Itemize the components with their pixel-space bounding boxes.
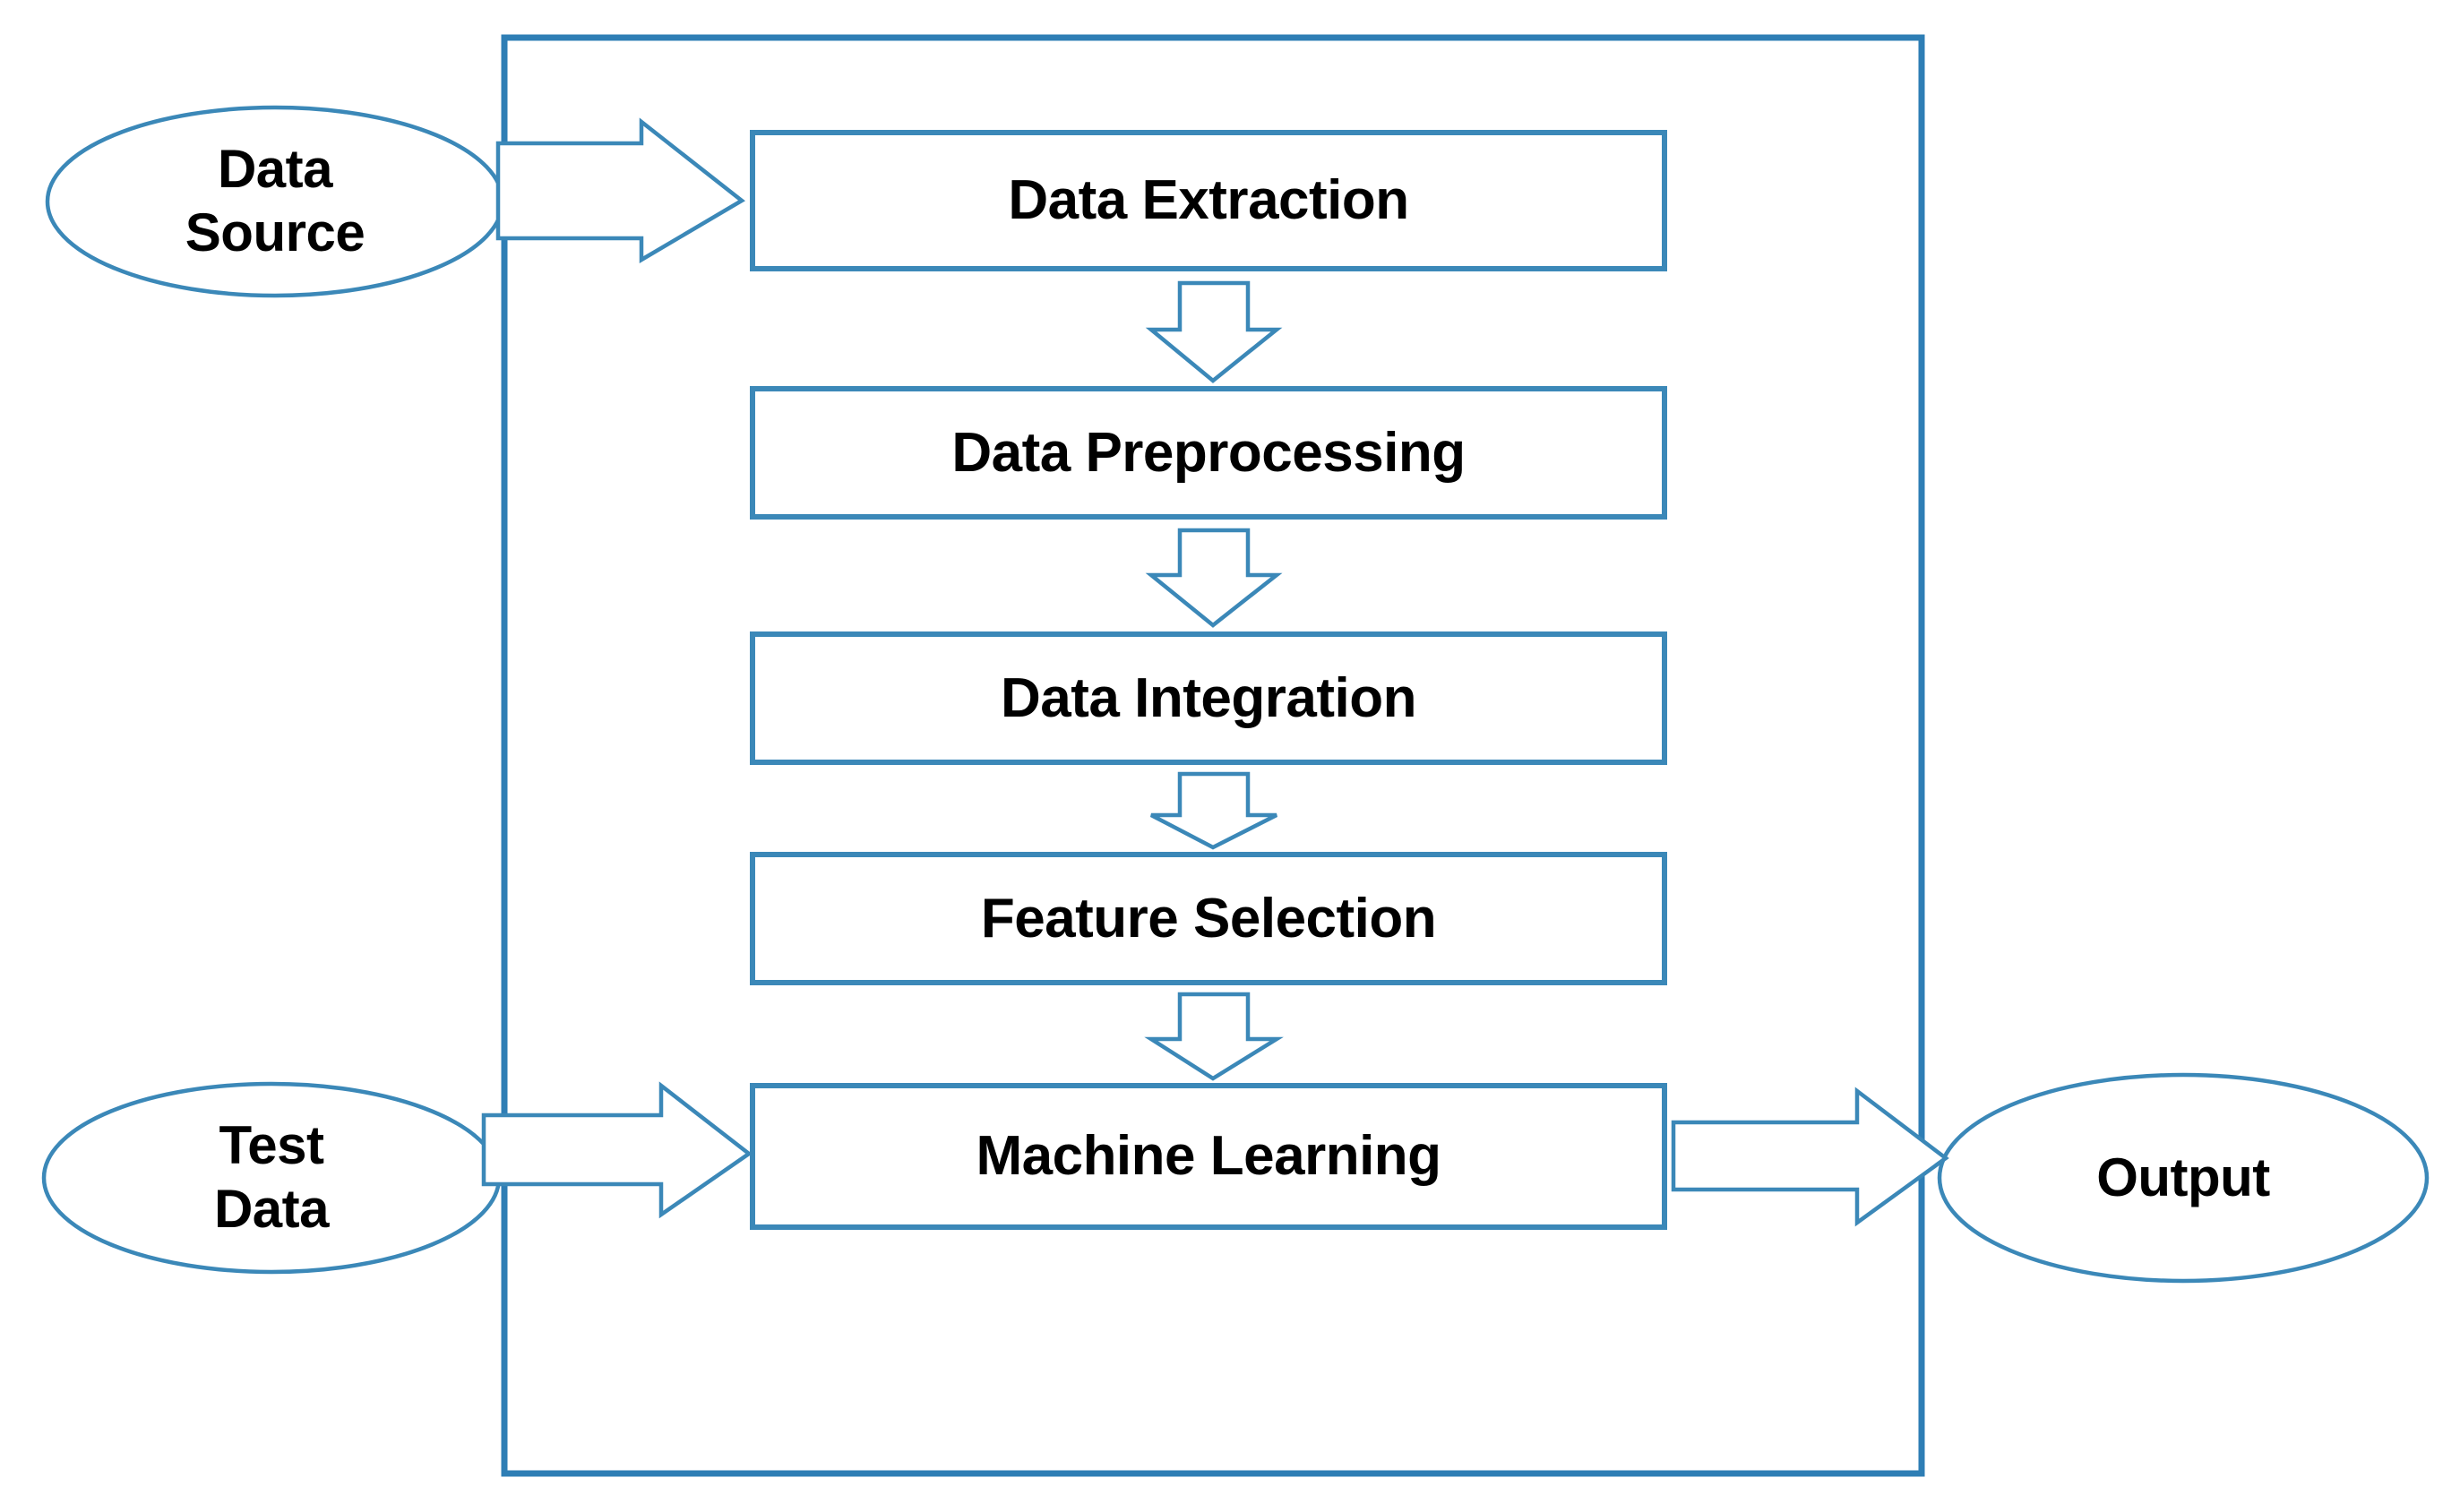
- arrow-data-source-to-extraction-icon: [495, 117, 745, 263]
- arrow-integration-to-feature-selection-icon: [1149, 771, 1278, 850]
- arrow-feature-selection-to-machine-learning-icon: [1144, 992, 1284, 1081]
- arrow-extraction-to-preprocessing-icon: [1145, 280, 1283, 383]
- system-boundary-rect: [501, 34, 1925, 1477]
- data-preprocessing-box[interactable]: [750, 386, 1667, 520]
- data-extraction-box[interactable]: [750, 130, 1667, 271]
- feature-selection-box[interactable]: [750, 852, 1667, 985]
- arrow-test-data-to-machine-learning-icon: [481, 1081, 753, 1219]
- output-ellipse[interactable]: [1937, 1072, 2430, 1284]
- arrow-machine-learning-to-output-icon: [1671, 1087, 1949, 1227]
- machine-learning-box[interactable]: [750, 1083, 1667, 1230]
- data-source-ellipse[interactable]: [45, 105, 505, 298]
- arrow-preprocessing-to-integration-icon: [1145, 528, 1283, 628]
- test-data-ellipse[interactable]: [41, 1081, 502, 1275]
- data-integration-box[interactable]: [750, 631, 1667, 765]
